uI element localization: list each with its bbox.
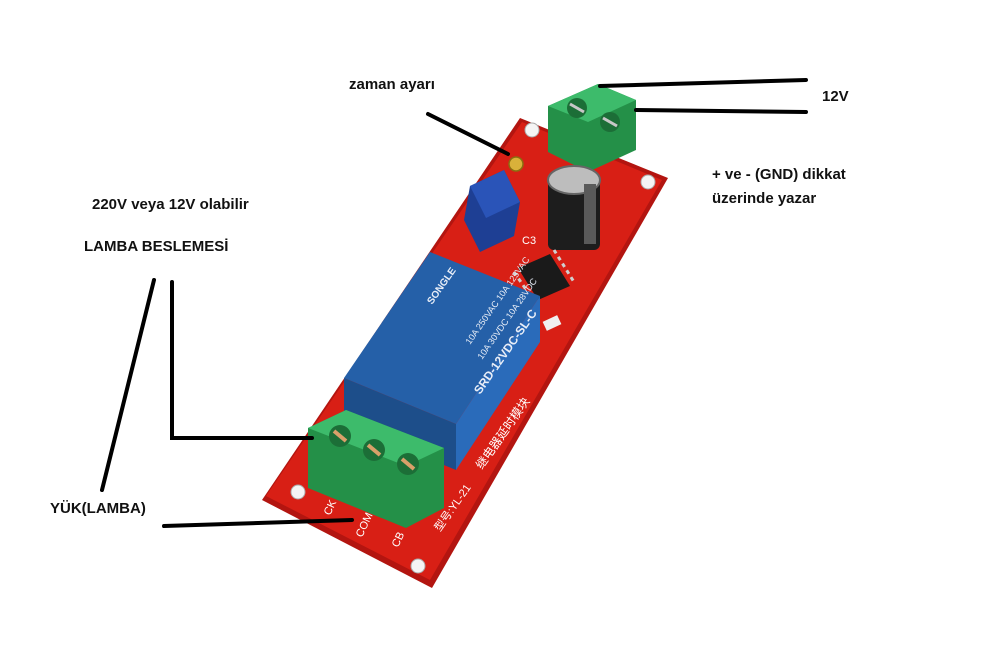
mount-hole-bottom bbox=[410, 558, 426, 574]
potentiometer bbox=[464, 156, 524, 252]
label-load: YÜK(LAMBA) bbox=[50, 500, 146, 517]
leader-time-adjust bbox=[426, 112, 510, 156]
leader-12v-negative bbox=[634, 108, 808, 114]
leader-load bbox=[100, 278, 156, 492]
label-polarity-line1: + ve - (GND) dikkat bbox=[712, 166, 846, 183]
label-supply-line2: LAMBA BESLEMESİ bbox=[84, 238, 229, 255]
capacitor-label: C3 bbox=[522, 235, 536, 247]
leader-supply bbox=[170, 280, 314, 440]
mount-hole-right bbox=[640, 174, 656, 190]
mount-hole-left bbox=[290, 484, 306, 500]
mount-hole-top bbox=[524, 122, 540, 138]
output-terminal-block bbox=[308, 410, 444, 528]
led bbox=[542, 315, 562, 331]
leader-12v-positive bbox=[598, 78, 808, 88]
label-12v: 12V bbox=[822, 88, 849, 105]
input-terminal-block bbox=[548, 84, 636, 172]
label-polarity-line2: üzerinde yazar bbox=[712, 190, 817, 207]
capacitor: C3 bbox=[522, 165, 601, 250]
label-supply-line1: 220V veya 12V olabilir bbox=[92, 196, 249, 213]
leader-com bbox=[162, 518, 354, 528]
terminal-no-label: CB bbox=[390, 530, 407, 549]
label-time-adjust: zaman ayarı bbox=[349, 76, 435, 93]
relay: SONGLE 10A 250VAC 10A 125VAC 10A 30VDC 1… bbox=[344, 252, 540, 470]
